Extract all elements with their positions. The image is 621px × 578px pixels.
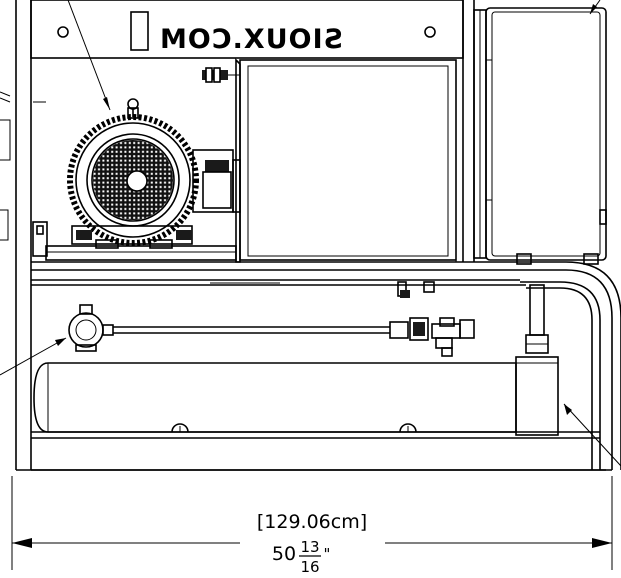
leader-lines — [0, 0, 621, 467]
width-dimension: [129.06cm] 50 13 16 " — [11, 476, 613, 576]
hydraulic-tank — [33, 356, 559, 436]
dimension-denominator: 16 — [300, 558, 319, 576]
dimension-arrow-right — [592, 538, 612, 548]
base-skid — [31, 431, 612, 471]
dimension-metric: [129.06cm] — [257, 511, 367, 533]
logo-panel: SIOUX.COM — [30, 0, 464, 59]
motor-fin-ring — [67, 114, 199, 246]
panel-logo-text: SIOUX.COM — [159, 24, 343, 55]
dimension-numerator: 13 — [300, 538, 319, 556]
filter-housing — [68, 312, 104, 348]
dimension-whole: 50 — [272, 543, 296, 565]
tube-frame — [520, 261, 621, 470]
right-cabinet — [473, 7, 607, 261]
middle-shelf — [31, 253, 599, 298]
hydraulic-line — [68, 284, 549, 357]
dimension-unit: " — [324, 545, 331, 563]
electric-motor — [32, 98, 241, 261]
dimension-arrow-left — [12, 538, 32, 548]
